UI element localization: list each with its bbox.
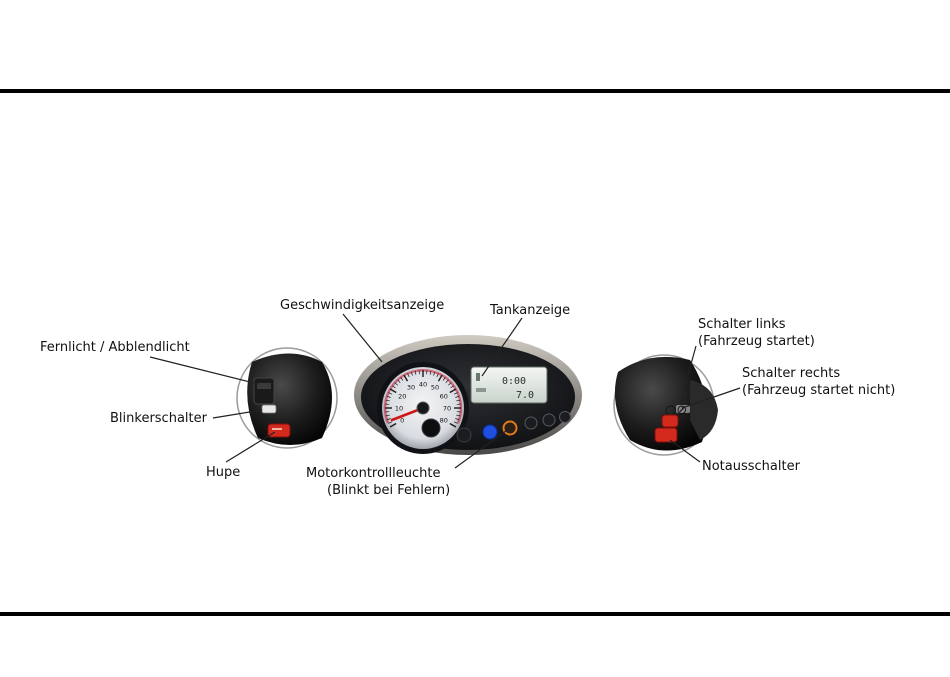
lcd-display: 0:00 7.0 <box>471 367 547 403</box>
label-tank: Tankanzeige <box>489 303 570 318</box>
horn-button <box>268 424 290 437</box>
speed-tick-label: 20 <box>398 393 406 401</box>
lcd-time: 0:00 <box>502 376 526 387</box>
fuel-bar-icon <box>476 373 480 381</box>
speed-tick-label: 10 <box>395 405 403 413</box>
label-motor-2: (Blinkt bei Fehlern) <box>327 483 450 498</box>
label-schalter-rechts-2: (Fahrzeug startet nicht) <box>742 383 895 398</box>
label-schalter-links-2: (Fahrzeug startet) <box>698 334 815 349</box>
speed-tick-label: 80 <box>440 417 448 425</box>
needle-hub <box>417 402 429 414</box>
label-motor-1: Motorkontrollleuchte <box>306 466 441 481</box>
blinker-switch <box>262 405 276 413</box>
label-schalter-links-1: Schalter links <box>698 317 786 332</box>
right-switch-inset: ○⊘ <box>614 355 718 455</box>
left-switch-inset <box>237 348 337 448</box>
high-beam-lamp-icon <box>483 425 497 439</box>
kill-switch <box>655 428 677 442</box>
lcd-odometer: 7.0 <box>516 390 534 401</box>
label-hupe: Hupe <box>206 465 240 480</box>
speed-tick-label: 70 <box>443 405 451 413</box>
speed-tick-label: 40 <box>419 381 427 389</box>
label-notaus: Notausschalter <box>702 459 801 474</box>
label-geschwindigkeit: Geschwindigkeitsanzeige <box>280 298 444 313</box>
label-schalter-rechts-1: Schalter rechts <box>742 366 840 381</box>
speed-tick-label: 60 <box>440 393 448 401</box>
start-switch <box>662 415 678 427</box>
label-fernlicht: Fernlicht / Abblendlicht <box>40 340 190 355</box>
light-switch <box>254 378 274 404</box>
speed-tick-label: 50 <box>431 384 439 392</box>
speed-tick-label: 30 <box>407 384 415 392</box>
label-blinker: Blinkerschalter <box>110 411 208 426</box>
